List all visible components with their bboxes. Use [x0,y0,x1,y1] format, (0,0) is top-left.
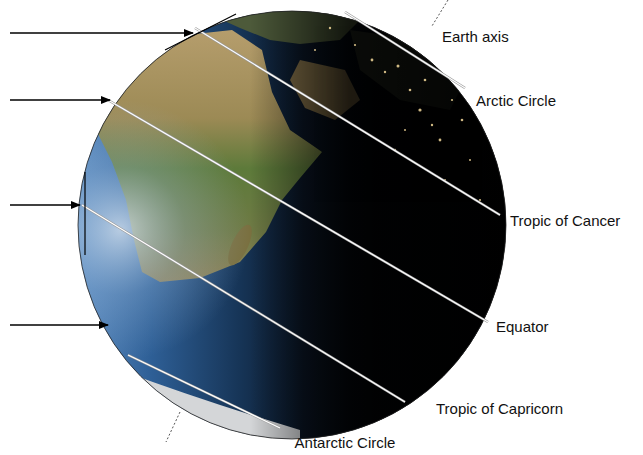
latitude-label: Earth axis [442,28,509,46]
latitude-label: Antarctic Circle [295,434,396,452]
latitude-label: Tropic of Cancer [510,212,620,230]
terminator-ticks [85,14,236,255]
latitude-label: Arctic Circle [476,92,556,110]
latitude-label: Equator [496,318,549,336]
earth-axis [166,0,448,442]
sun-rays [10,33,193,325]
latitude-lines [82,12,500,428]
latitude-label: Tropic of Capricorn [436,400,563,418]
